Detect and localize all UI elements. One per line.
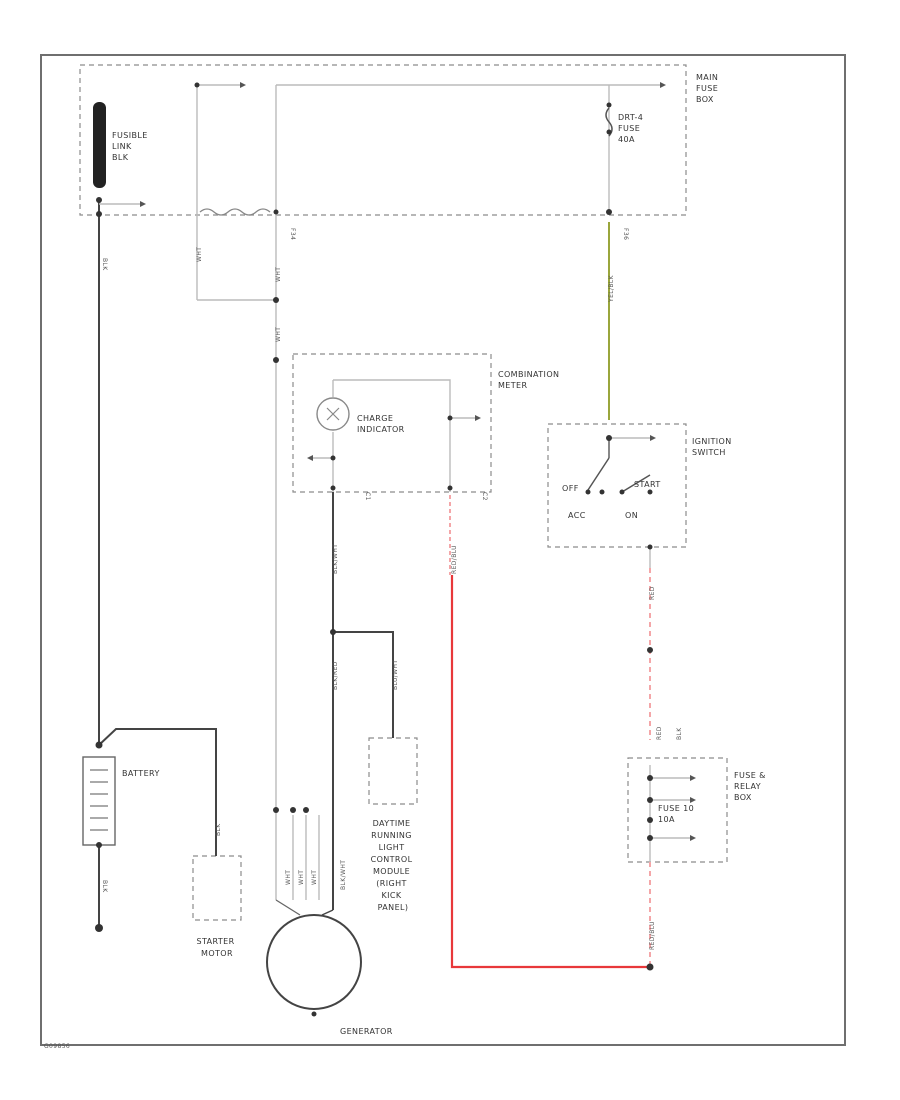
wire-meter-internal <box>333 379 451 492</box>
ign-switch-blade-1 <box>587 457 610 491</box>
label-drl-module: DAYTIME RUNNING LIGHT CONTROL MODULE (RI… <box>371 819 416 912</box>
ignition-switch-outline <box>547 423 687 548</box>
label-ignition-switch: IGNITION SWITCH <box>692 437 735 457</box>
label-ign-on: ON <box>625 511 638 520</box>
label-battery: BATTERY <box>122 769 160 778</box>
ign-contact-on <box>619 489 625 495</box>
wire-label-c2: C2 <box>481 492 488 501</box>
ign-switch-blade-2 <box>621 474 651 493</box>
starter-motor-outline <box>192 855 242 921</box>
combination-meter-outline <box>292 353 492 493</box>
label-fuse-relay-box: FUSE & RELAY BOX <box>734 771 769 802</box>
figure-id: G09856 <box>44 1043 70 1050</box>
fuse-relay-box-outline <box>627 757 728 863</box>
wire-label-wht-g1: WHT <box>285 870 292 885</box>
wire-label-yel-blk: YEL/BLK <box>608 274 615 303</box>
wire-label-blk-battery: BLK <box>215 823 222 836</box>
wire-label-red-blu: RED/BLU <box>451 545 458 574</box>
label-main-fuse-box: MAIN FUSE BOX <box>696 73 721 104</box>
label-ign-start: START <box>634 480 661 489</box>
wire-label-f34: F34 <box>289 228 296 240</box>
lamp-filament-icon <box>326 407 340 421</box>
generator-lead-2 <box>321 909 334 916</box>
wire-label-wht-1: WHT <box>196 247 203 262</box>
label-combination-meter: COMBINATION METER <box>498 370 562 390</box>
generator-ground-dot <box>311 1011 317 1017</box>
wire-label-blu-wht: BLU/WHT <box>392 660 399 690</box>
wire-label-blk-ground: BLK <box>101 880 108 893</box>
wire-label-blk: BLK <box>101 258 108 271</box>
diagram-frame <box>40 54 846 1046</box>
wire-label-f-red: RED <box>656 726 663 740</box>
wire-label-blk-red: BLK/RED <box>332 661 339 690</box>
wire-label-red-blu-2: RED/BLU <box>649 921 656 950</box>
fuse-link-icon <box>199 208 271 216</box>
label-starter-motor: STARTER MOTOR <box>196 937 237 958</box>
wire-label-c1: C1 <box>364 492 371 501</box>
arrowheads <box>140 82 696 841</box>
main-fuse-box-outline <box>79 64 687 216</box>
label-generator: GENERATOR <box>340 1027 393 1036</box>
wire-label-wht-3: WHT <box>275 327 282 342</box>
wire-battery-starter <box>98 728 217 856</box>
generator-lead-1 <box>275 899 301 916</box>
drl-module-outline <box>368 737 418 805</box>
label-ign-off: OFF <box>562 484 579 493</box>
label-fuse-10: FUSE 10 10A <box>658 804 697 824</box>
wire-red-blu <box>450 575 650 969</box>
wire-fuse-box-taps <box>650 777 690 839</box>
wire-label-wht-g3: WHT <box>311 870 318 885</box>
wire-label-red: RED <box>649 586 656 600</box>
wire-label-blk-wht: BLK/WHT <box>332 544 339 574</box>
ign-contact-start <box>647 489 653 495</box>
ign-contact-off <box>585 489 591 495</box>
junction-dots <box>95 82 654 971</box>
fusible-link-icon <box>93 102 106 188</box>
wire-label-f-blk: BLK <box>676 727 683 740</box>
wire-generator-taps <box>292 815 320 900</box>
wire-label-f36: F36 <box>622 228 629 240</box>
battery-cells-icon <box>90 769 108 831</box>
label-fusible-link: FUSIBLE LINK BLK <box>112 131 151 162</box>
wire-label-wht-g2: WHT <box>298 870 305 885</box>
generator-icon <box>266 914 362 1010</box>
label-charge-indicator: CHARGE INDICATOR <box>357 414 405 434</box>
wire-label-wht-2: WHT <box>275 267 282 282</box>
label-drl-fuse: DRT-4 FUSE 40A <box>618 113 646 144</box>
label-ign-acc: ACC <box>568 511 586 520</box>
ign-contact-acc <box>599 489 605 495</box>
wire-blk-wht-drl <box>333 631 394 738</box>
wire-label-blk-g: BLK/WHT <box>340 860 347 890</box>
